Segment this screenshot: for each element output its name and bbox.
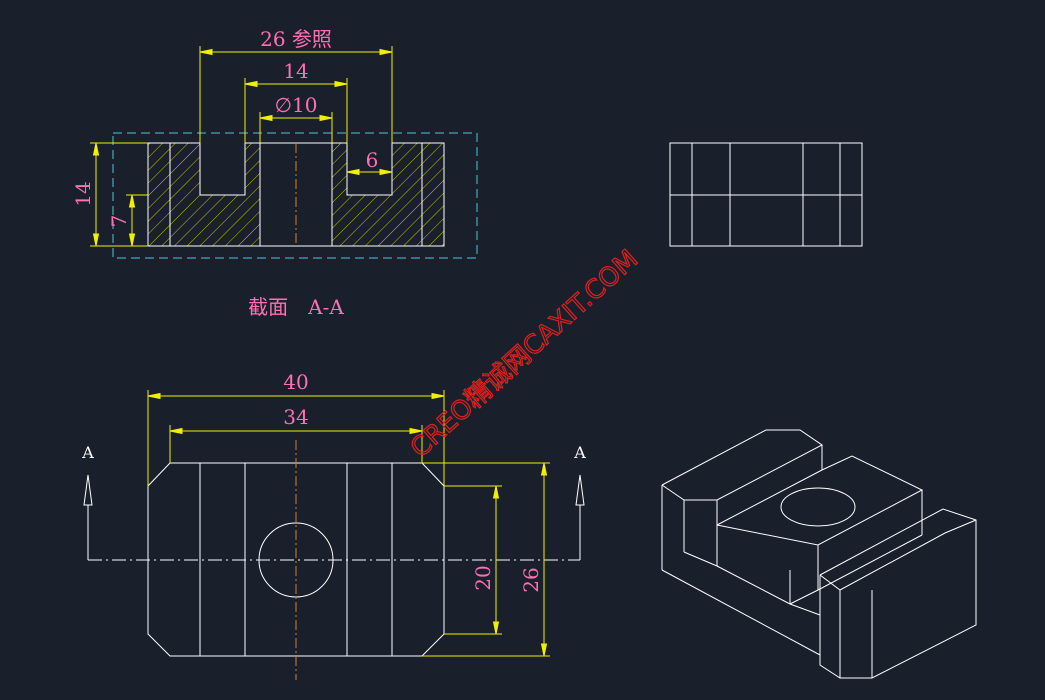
dim-overall-width [147,390,445,486]
dim-slot-width-text: 14 [283,59,308,83]
dim-height [90,142,148,247]
dim-hole-dia-text: ∅10 [275,93,318,117]
plan-view: A A 40 34 20 [81,370,586,680]
section-view: 26 参照 14 ∅10 6 14 [71,27,478,319]
dim-rib [346,168,393,176]
dim-overall-height-text: 26 [519,567,543,592]
dim-inner-height-text: 20 [471,565,495,590]
isometric-view [661,429,977,679]
dim-hole-dia [259,112,333,143]
dim-overall-width-text: 40 [283,370,308,394]
dim-rib-text: 6 [366,148,379,172]
dim-ref-width-text: 26 参照 [260,27,332,51]
dim-inner-width [169,425,423,463]
section-label: 截面 A-A [248,295,344,319]
dim-overall-height [422,462,550,657]
cut-arrow-right [575,474,585,560]
watermark-text: CREO精诚网CAXIT.COM [405,244,644,463]
dim-half-height [126,194,148,247]
cut-label-left: A [81,443,94,462]
section-boundary-box [112,132,478,259]
section-outline-right [331,142,445,247]
dim-half-height-text: 7 [107,215,131,228]
section-hatch-left [148,143,260,246]
cut-label-right: A [573,443,586,462]
dim-inner-width-text: 34 [283,405,308,429]
cut-arrow-left [83,474,93,560]
dim-height-text: 14 [71,181,95,206]
dim-ref-width [199,46,393,143]
dim-inner-height [444,485,502,635]
section-hatch-right [332,143,444,246]
dim-slot-width [244,78,348,143]
side-view [669,142,863,247]
